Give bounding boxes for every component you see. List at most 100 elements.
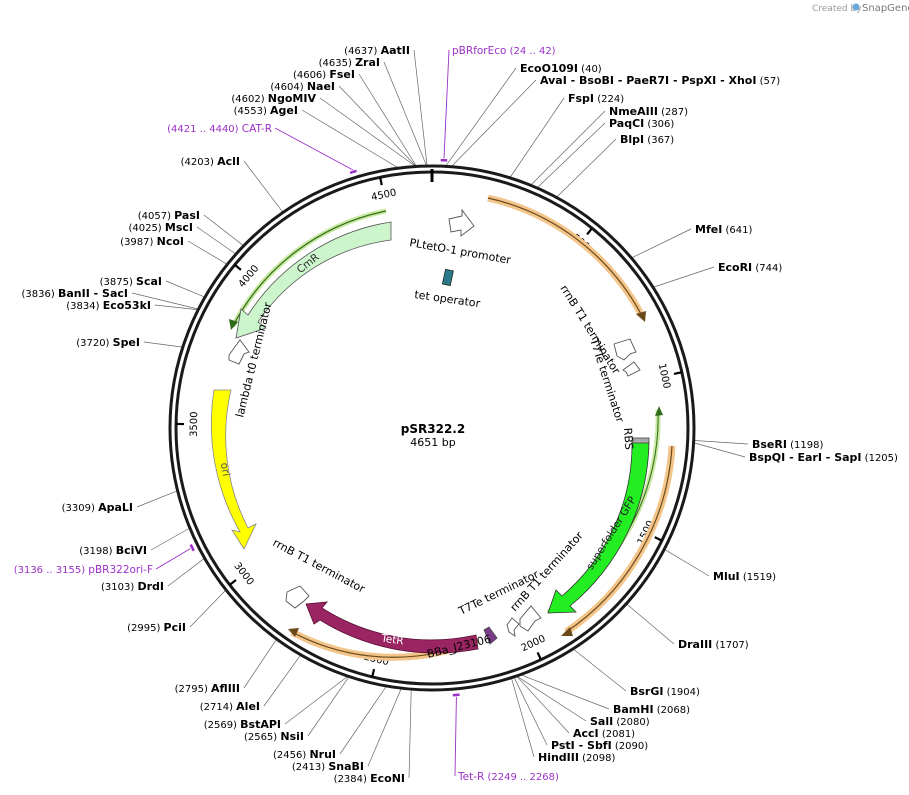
site-spei[interactable]: (3720) SpeI [76,336,140,349]
site-bspqi[interactable]: BspQI - EarI - SapI (1205) [749,451,898,464]
site-nsii[interactable]: (2565) NsiI [244,730,304,743]
site-ecoo109i[interactable]: EcoO109I (40) [520,62,602,75]
feature-rrnb-t1-terminator-3-label: rrnB T1 terminator [271,536,368,596]
position-tick-mark [654,536,663,542]
site-paqci[interactable]: PaqCI (306) [609,117,674,130]
site-econi[interactable]: (2384) EcoNI [334,772,405,785]
feature-rrnb-t1-terminator-2[interactable] [519,605,542,632]
site-alei[interactable]: (2714) AleI [200,700,260,713]
site-bseri[interactable]: BseRI (1198) [752,438,823,451]
site-name-label: (3875) ScaI [100,275,162,288]
site-apali[interactable]: (3309) ApaLI [62,501,133,514]
feature-rrnb-t1-terminator-1[interactable] [613,338,637,361]
site-position: (367) [644,135,674,146]
site-position: (3309) [62,503,98,514]
primer-tet-r[interactable]: Tet-R (2249 .. 2268) [452,693,559,783]
site-name: FspI [568,92,594,105]
feature-tet-operator[interactable] [441,268,454,287]
site-name: BseRI [752,438,787,451]
site-position: (4604) [270,82,306,93]
position-tick-mark [379,177,383,186]
site-drdi[interactable]: (3103) DrdI [101,580,164,593]
site-mlui[interactable]: MluI (1519) [713,570,776,583]
site-leader-line [284,676,348,725]
site-name-label: BlpI (367) [620,133,674,146]
site-name: XhoI [728,74,756,87]
site-ncoi[interactable]: (3987) NcoI [120,235,184,248]
site-position: (2413) [292,762,328,773]
site-mfei[interactable]: MfeI (641) [695,223,752,236]
site-position: (2081) [599,729,636,740]
site-leader-line [367,689,402,767]
feature-lambda-t0-terminator[interactable] [228,339,250,365]
site-bstapi[interactable]: (2569) BstAPI [204,718,281,731]
site-leader-line [413,49,428,166]
site-zrai[interactable]: (4635) ZraI [319,56,380,69]
site-hindiii[interactable]: HindIII (2098) [538,751,615,764]
site-bcivi[interactable]: (3198) BciVI [79,544,147,557]
feature-rbs[interactable] [632,437,650,444]
primer-cat-r[interactable]: (4421 .. 4440) CAT-R [167,123,357,174]
site-position: (2090) [612,741,649,752]
site-acli[interactable]: (4203) AclI [181,155,240,168]
site-name: EcoO109I [520,62,578,75]
site-msci[interactable]: (4025) MscI [128,221,193,234]
site-pcii[interactable]: (2995) PciI [127,621,186,634]
primer-range: (2249 .. 2268) [484,772,559,783]
primer-pbr322ori-f[interactable]: (3136 .. 3155) pBR322ori-F [14,544,195,576]
site-name: SacI [102,287,128,300]
site-name-label: (3987) NcoI [120,235,184,248]
feature-bba-j23106[interactable] [483,626,498,645]
site-avai[interactable]: AvaI - BsoBI - PaeR7I - PspXI - XhoI (57… [540,74,780,87]
site-banii[interactable]: (3836) BanII - SacI [22,287,128,300]
feature-pltet-o1-promoter[interactable] [448,208,475,237]
site-name: ApaLI [98,501,133,514]
feature-rrnb-t1-terminator-3[interactable] [285,585,310,609]
primer-range: (3136 .. 3155) [14,565,89,576]
site-psti[interactable]: PstI - SbfI (2090) [551,739,648,752]
site-name: NmeAIII [609,105,658,118]
site-ecori[interactable]: EcoRI (744) [718,261,782,274]
site-bamhi[interactable]: BamHI (2068) [613,703,690,716]
feature-tetr[interactable] [305,601,479,654]
site-name: BlpI [620,133,644,146]
site-snabi[interactable]: (2413) SnaBI [292,760,364,773]
site-aatii[interactable]: (4637) AatII [344,44,410,57]
primer-name: Tet-R [457,771,484,783]
feature-t7te-terminator-1[interactable] [622,361,641,377]
feature-superfolder-gfp[interactable] [547,441,650,614]
site-name: SnaBI [328,760,364,773]
site-fspi[interactable]: FspI (224) [568,92,624,105]
primer-label: (4421 .. 4440) CAT-R [167,123,272,135]
feature-t7te-terminator-2[interactable] [506,617,520,637]
site-name: BsoBI [579,74,614,87]
site-sali[interactable]: SalI (2080) [590,715,650,728]
site-name-separator: - [90,287,102,300]
site-scai[interactable]: (3875) ScaI [100,275,162,288]
site-ngomiv[interactable]: (4602) NgoMIV [231,92,316,105]
site-fsei[interactable]: (4606) FseI [293,68,355,81]
site-nrui[interactable]: (2456) NruI [273,748,336,761]
site-name: AvaI [540,74,567,87]
site-name-label: (3834) Eco53kI [66,299,151,312]
site-acci[interactable]: AccI (2081) [573,727,635,740]
site-draiii[interactable]: DraIII (1707) [678,638,749,651]
feature-cmr[interactable] [235,221,392,339]
site-agei[interactable]: (4553) AgeI [234,104,298,117]
site-name: MfeI [695,223,722,236]
site-naei[interactable]: (4604) NaeI [270,80,335,93]
site-name: AclI [217,155,240,168]
site-name: DraIII [678,638,712,651]
site-position: (4635) [319,58,355,69]
site-blpi[interactable]: BlpI (367) [620,133,674,146]
primer-pbrforeco[interactable]: pBRforEco (24 .. 42) [440,45,556,162]
site-bsrgi[interactable]: BsrGI (1904) [630,685,700,698]
site-name-label: (2384) EcoNI [334,772,405,785]
site-nmeaiii[interactable]: NmeAIII (287) [609,105,688,118]
site-afliii[interactable]: (2795) AflIII [175,682,240,695]
site-leader-line [632,228,692,258]
position-tick-label: 3000 [231,561,255,588]
site-eco53ki[interactable]: (3834) Eco53kI [66,299,151,312]
site-pasi[interactable]: (4057) PasI [138,209,200,222]
feature-ori[interactable] [210,389,257,550]
